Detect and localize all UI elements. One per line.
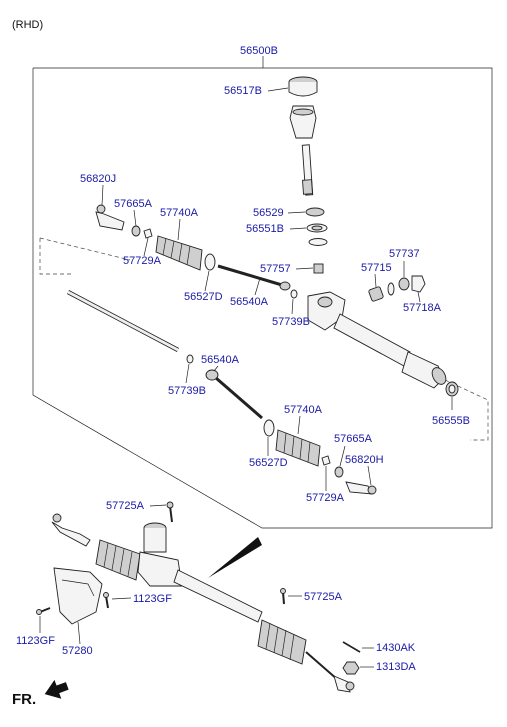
part-label-57725A-1[interactable]: 57725A — [106, 500, 145, 512]
leader-line — [267, 87, 289, 92]
part-label-57665A-bottom[interactable]: 57665A — [334, 433, 373, 445]
leader-line — [204, 270, 210, 292]
leader-line — [111, 597, 132, 600]
leader-line — [213, 365, 219, 372]
part-label-56529[interactable]: 56529 — [253, 207, 284, 219]
part-label-1313DA[interactable]: 1313DA — [376, 661, 416, 673]
sleeve-part[interactable] — [313, 263, 324, 274]
view-direction-arrow-icon — [208, 537, 262, 578]
part-label-57729A-top[interactable]: 57729A — [123, 255, 162, 267]
part-label-57740A-bottom[interactable]: 57740A — [284, 404, 323, 416]
part-label-57740A-top[interactable]: 57740A — [160, 207, 199, 219]
bolt-3-part[interactable] — [280, 588, 286, 605]
part-label-57737[interactable]: 57737 — [389, 248, 420, 260]
part-label-57280[interactable]: 57280 — [62, 645, 93, 657]
pinion-cover-part[interactable] — [288, 76, 318, 139]
leader-line — [291, 298, 294, 315]
part-label-1430AK[interactable]: 1430AK — [376, 642, 416, 654]
part-label-56540A-top[interactable]: 56540A — [230, 296, 269, 308]
bolt-4-part[interactable] — [36, 607, 51, 615]
seal-rings-part[interactable] — [305, 207, 328, 246]
assembly-boundary — [32, 67, 493, 529]
section-dash — [444, 379, 489, 441]
part-label-56527D-bottom[interactable]: 56527D — [249, 457, 288, 469]
leader-line — [339, 445, 346, 467]
leader-line — [177, 218, 181, 241]
cotter-pin-part[interactable] — [342, 641, 361, 653]
lock-nut-bottom-part[interactable] — [334, 466, 344, 478]
washer-top-part[interactable] — [290, 289, 298, 299]
leader-line — [143, 237, 149, 257]
tie-rod-end-left-part[interactable] — [95, 204, 125, 231]
part-label-57715[interactable]: 57715 — [361, 262, 392, 274]
leader-line — [295, 267, 314, 270]
pinion-shaft-part[interactable] — [301, 144, 314, 196]
bellows-bottom-part[interactable] — [275, 429, 321, 467]
leader-line — [77, 621, 81, 645]
leader-line — [185, 363, 190, 384]
leader-line — [149, 504, 167, 507]
part-label-57665A-top[interactable]: 57665A — [114, 198, 153, 210]
part-label-56540A-mid[interactable]: 56540A — [201, 354, 240, 366]
band-clip-top-part[interactable] — [204, 253, 216, 271]
inner-tie-rod-top-part[interactable] — [217, 264, 291, 291]
clip-top-part[interactable] — [143, 228, 153, 239]
part-label-56551B[interactable]: 56551B — [246, 223, 284, 235]
part-label-57725A-2[interactable]: 57725A — [304, 591, 343, 603]
part-label-57757[interactable]: 57757 — [260, 263, 291, 275]
part-label-1123GF-2[interactable]: 1123GF — [16, 635, 55, 647]
section-dash — [39, 237, 131, 261]
part-label-56527D-top[interactable]: 56527D — [184, 291, 223, 303]
section-dash — [39, 238, 72, 275]
leader-line — [287, 211, 306, 214]
leader-line — [289, 227, 307, 230]
leader-line — [374, 273, 377, 288]
part-label-56517B[interactable]: 56517B — [224, 85, 262, 97]
part-label-56500B[interactable]: 56500B — [240, 45, 278, 57]
leader-line — [254, 277, 261, 296]
front-arrow-icon — [44, 679, 69, 699]
variant-label: (RHD) — [12, 19, 43, 31]
part-label-57729A-bottom[interactable]: 57729A — [306, 492, 345, 504]
bolt-2-part[interactable] — [103, 592, 109, 609]
part-label-56820H[interactable]: 56820H — [345, 454, 384, 466]
leader-line — [367, 465, 372, 486]
castle-nut-part[interactable] — [342, 661, 360, 675]
rack-housing-part[interactable] — [307, 291, 449, 389]
leader-line — [297, 415, 301, 435]
part-label-57739B-mid[interactable]: 57739B — [168, 385, 206, 397]
clip-bottom-part[interactable] — [321, 455, 331, 466]
assembled-gear-view[interactable] — [51, 513, 355, 693]
bellows-top-part[interactable] — [155, 235, 203, 271]
lock-nut-top-part[interactable] — [131, 225, 141, 237]
end-cap-part[interactable] — [445, 381, 459, 397]
part-label-57739B-top[interactable]: 57739B — [272, 316, 310, 328]
inner-tie-rod-mid-part[interactable] — [205, 369, 263, 420]
washer-mid-part[interactable] — [186, 354, 194, 364]
rack-bar-part[interactable] — [66, 290, 180, 352]
tie-rod-end-right-part[interactable] — [345, 481, 377, 495]
front-direction-label: FR. — [12, 691, 36, 708]
yoke-assembly-part[interactable] — [368, 275, 426, 302]
part-label-56555B[interactable]: 56555B — [432, 415, 470, 427]
part-label-56820J[interactable]: 56820J — [80, 173, 116, 185]
part-label-57718A[interactable]: 57718A — [403, 302, 442, 314]
heat-shield-part[interactable] — [53, 567, 103, 625]
leader-line — [101, 184, 104, 206]
leader-line — [417, 291, 421, 303]
band-clip-bottom-part[interactable] — [263, 419, 275, 437]
leader-line — [133, 209, 137, 227]
bolt-1-part[interactable] — [166, 501, 174, 523]
part-label-1123GF-1[interactable]: 1123GF — [133, 593, 172, 605]
